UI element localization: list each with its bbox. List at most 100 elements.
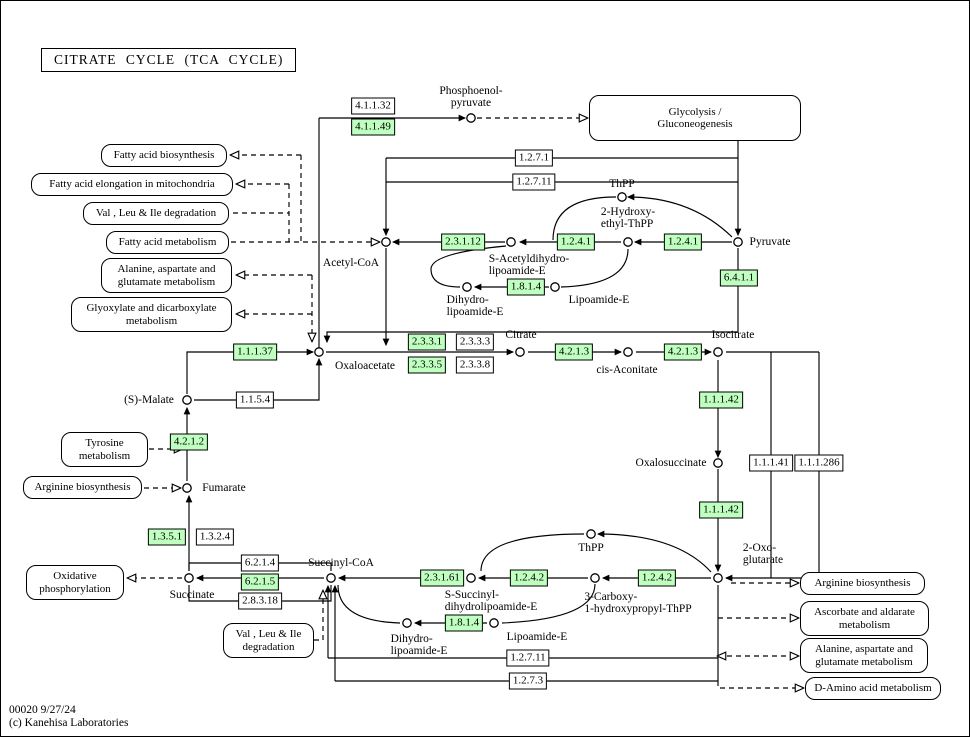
- enzyme-box[interactable]: 1.2.7.3: [508, 672, 548, 690]
- compound-node[interactable]: [713, 458, 723, 468]
- enzyme-box[interactable]: 1.8.1.4: [444, 614, 484, 632]
- enzyme-box[interactable]: 4.1.1.49: [351, 118, 395, 136]
- compound-node[interactable]: [314, 347, 324, 357]
- compound-node[interactable]: [550, 282, 560, 292]
- enzyme-box[interactable]: 6.2.1.5: [240, 573, 280, 591]
- metabolite-label: cis-Aconitate: [596, 364, 658, 376]
- metabolite-label: Isocitrate: [711, 329, 755, 341]
- enzyme-box[interactable]: 2.3.1.12: [441, 233, 485, 251]
- compound-node[interactable]: [623, 347, 633, 357]
- metabolite-label: Citrate: [505, 329, 537, 341]
- enzyme-box[interactable]: 1.8.1.4: [506, 278, 546, 296]
- copyright: (c) Kanehisa Laboratories: [9, 717, 129, 729]
- enzyme-box[interactable]: 1.2.7.11: [506, 649, 550, 667]
- pathway-box-fatty-acid-biosynthesis[interactable]: Fatty acid biosynthesis: [101, 144, 227, 167]
- compound-node[interactable]: [623, 237, 633, 247]
- compound-node[interactable]: [381, 237, 391, 247]
- enzyme-box[interactable]: 1.2.4.1: [663, 233, 703, 251]
- compound-node[interactable]: [489, 618, 499, 628]
- enzyme-box[interactable]: 4.2.1.2: [169, 433, 209, 451]
- compound-node[interactable]: [326, 573, 336, 583]
- enzyme-box[interactable]: 2.3.3.5: [407, 356, 447, 374]
- enzyme-box[interactable]: 2.3.3.3: [455, 333, 495, 351]
- enzyme-box[interactable]: 1.2.4.2: [637, 569, 677, 587]
- pathway-box-d-amino-acid[interactable]: D-Amino acid metabolism: [805, 677, 941, 700]
- compound-node[interactable]: [466, 113, 476, 123]
- enzyme-box[interactable]: 1.3.2.4: [195, 528, 235, 546]
- metabolite-label: Succinate: [169, 589, 215, 601]
- enzyme-box[interactable]: 1.2.7.1: [514, 149, 554, 167]
- enzyme-box[interactable]: 1.2.4.2: [509, 569, 549, 587]
- enzyme-box[interactable]: 2.3.1.61: [420, 569, 464, 587]
- metabolite-label: S-Succinyl-dihydrolipoamide-E: [444, 589, 538, 613]
- pathway-box-fatty-acid-elongation[interactable]: Fatty acid elongation in mitochondria: [31, 173, 233, 196]
- metabolite-label: Succinyl-CoA: [308, 557, 374, 569]
- metabolite-label: Phosphoenol-pyruvate: [439, 85, 503, 109]
- enzyme-box[interactable]: 1.2.4.1: [556, 233, 596, 251]
- compound-node[interactable]: [402, 618, 412, 628]
- compound-node[interactable]: [590, 573, 600, 583]
- compound-node[interactable]: [586, 529, 596, 539]
- metabolite-label: 2-Hydroxy-ethyl-ThPP: [600, 206, 656, 230]
- metabolite-label: 2-Oxo-glutarate: [742, 542, 784, 566]
- compound-nodes: [182, 113, 743, 628]
- metabolite-label: (S)-Malate: [124, 394, 174, 406]
- metabolite-label: Oxaloacetate: [334, 360, 396, 372]
- metabolite-label: S-Acetyldihydro-lipoamide-E: [488, 253, 570, 277]
- compound-node[interactable]: [466, 573, 476, 583]
- map-footer: 00020 9/27/24 (c) Kanehisa Laboratories: [9, 704, 128, 730]
- enzyme-box[interactable]: 4.2.1.3: [663, 343, 703, 361]
- compound-node[interactable]: [733, 237, 743, 247]
- map-id: 00020 9/27/24: [9, 704, 76, 716]
- enzyme-box[interactable]: 1.1.1.286: [794, 454, 844, 472]
- enzyme-box[interactable]: 2.3.3.1: [407, 333, 447, 351]
- compound-node[interactable]: [506, 237, 516, 247]
- metabolite-label: Oxalosuccinate: [635, 457, 707, 469]
- enzyme-box[interactable]: 1.1.1.41: [749, 454, 793, 472]
- metabolite-label: Lipoamide-E: [506, 631, 568, 643]
- enzyme-box[interactable]: 4.2.1.3: [554, 343, 594, 361]
- enzyme-box[interactable]: 2.3.3.8: [455, 356, 495, 374]
- metabolite-label: Pyruvate: [749, 236, 791, 248]
- enzyme-box[interactable]: 6.4.1.1: [719, 269, 759, 287]
- pathway-box-val-leu-ile-degradation[interactable]: Val , Leu & Ile degradation: [83, 202, 229, 225]
- metabolite-label: Dihydro-lipoamide-E: [446, 294, 504, 318]
- pathway-box-glycolysis[interactable]: Glycolysis /Gluconeogenesis: [589, 95, 801, 141]
- enzyme-box[interactable]: 1.2.7.11: [512, 173, 556, 191]
- compound-node[interactable]: [182, 483, 192, 493]
- enzyme-box[interactable]: 6.2.1.4: [240, 554, 280, 572]
- enzyme-box[interactable]: 1.1.5.4: [235, 391, 275, 409]
- pathway-box-arginine-biosynthesis-left[interactable]: Arginine biosynthesis: [23, 476, 142, 499]
- compound-node[interactable]: [713, 573, 723, 583]
- compound-node[interactable]: [462, 282, 472, 292]
- metabolite-label: Acetyl-CoA: [322, 257, 380, 269]
- enzyme-box[interactable]: 1.1.1.42: [699, 391, 743, 409]
- enzyme-box[interactable]: 4.1.1.32: [351, 97, 395, 115]
- compound-node[interactable]: [182, 395, 192, 405]
- enzyme-box[interactable]: 1.1.1.37: [233, 343, 277, 361]
- metabolite-label: 3-Carboxy-1-hydroxypropyl-ThPP: [584, 591, 692, 615]
- map-title: CITRATE CYCLE (TCA CYCLE): [41, 48, 297, 72]
- pathway-link-lines: [128, 118, 803, 688]
- enzyme-box[interactable]: 1.1.1.42: [699, 501, 743, 519]
- compound-node[interactable]: [713, 347, 723, 357]
- enzyme-box[interactable]: 1.3.5.1: [147, 528, 187, 546]
- metabolite-label: Fumarate: [202, 482, 246, 494]
- metabolite-label: ThPP: [609, 178, 635, 190]
- compound-node[interactable]: [184, 573, 194, 583]
- compound-node[interactable]: [515, 347, 525, 357]
- pathway-box-fatty-acid-metabolism[interactable]: Fatty acid metabolism: [106, 231, 229, 254]
- metabolite-label: Dihydro-lipoamide-E: [390, 633, 448, 657]
- compound-node[interactable]: [617, 192, 627, 202]
- pathway-box-arginine-biosynthesis-right[interactable]: Arginine biosynthesis: [800, 572, 925, 595]
- metabolite-label: ThPP: [578, 542, 604, 554]
- enzyme-box[interactable]: 2.8.3.18: [238, 592, 282, 610]
